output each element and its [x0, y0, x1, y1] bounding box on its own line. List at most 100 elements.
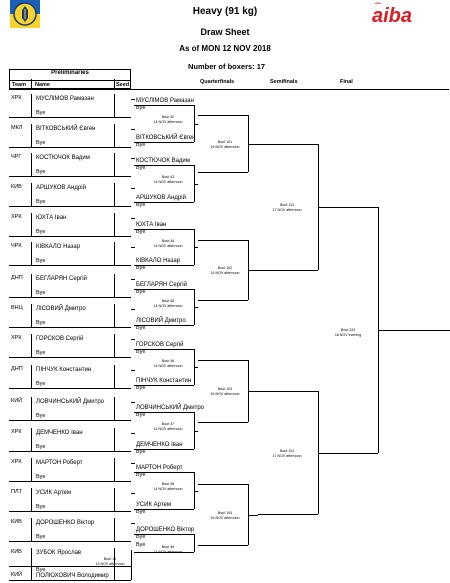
entry-name: КОСТЮЧОК Вадим — [36, 155, 90, 161]
team-col-divider — [31, 79, 32, 89]
entry-team: ХРК — [11, 429, 22, 435]
sf-bracket — [248, 484, 249, 545]
qf-name: МАРТОН Роберт — [136, 465, 183, 471]
bye-label: Bye — [36, 567, 46, 573]
bout-label: Bout 47 — [161, 422, 175, 426]
entry-rule — [9, 511, 131, 512]
bout-date: 16 NOV afternoon — [210, 391, 240, 396]
connector-line — [131, 158, 135, 159]
sf-line — [198, 240, 248, 241]
entry-rule — [9, 481, 131, 482]
entry-divider — [114, 124, 115, 147]
connector-line — [131, 99, 135, 100]
bye-label: Bye — [36, 350, 46, 356]
entry-rule — [9, 357, 131, 358]
final-line — [258, 391, 318, 392]
bout-label: Bout 43 — [161, 175, 175, 179]
bout-date: 13 NOV afternoon — [95, 561, 125, 566]
bye-label: Bye — [136, 229, 146, 235]
bye-label: Bye — [36, 169, 46, 175]
connector-line — [131, 463, 135, 464]
entry-team: КИВ — [11, 184, 22, 190]
bout-label: Bout 45 — [161, 299, 175, 303]
entry-divider — [114, 334, 115, 357]
connector-line — [131, 370, 135, 371]
bye-label: Bye — [136, 105, 146, 111]
bout-date: 14 NOV afternoon — [153, 486, 183, 491]
qf-line — [134, 509, 194, 510]
qf-name: КІВКАЛО Назар — [136, 258, 181, 264]
entry-rule — [9, 541, 131, 542]
entry-rule — [9, 236, 131, 237]
bye-label: Bye — [36, 320, 46, 326]
bout-date: 16 NOV afternoon — [210, 144, 240, 149]
sf-line — [198, 545, 248, 546]
qf-name: ЛІСОВИЙ Дмитро — [136, 318, 186, 324]
entry-rule — [9, 388, 131, 389]
bout-label: Bout 16 — [103, 557, 117, 561]
entry-team: ХРК — [11, 95, 22, 101]
bout-label: Bout 104 — [217, 511, 233, 515]
bye-label: Bye — [136, 412, 146, 418]
qf-bracket — [194, 412, 195, 449]
sf-out-line — [248, 144, 258, 145]
entry-rule — [9, 265, 131, 266]
bye-label: Bye — [136, 142, 146, 148]
entry-divider — [114, 242, 115, 265]
bye-label: Bye — [136, 534, 146, 540]
entry-rule — [9, 580, 131, 581]
connector-line — [131, 218, 135, 219]
bout-date: 14 NOV afternoon — [153, 303, 183, 308]
qf-out-line — [194, 184, 198, 185]
bye-label: Bye — [36, 229, 46, 235]
connector-line — [131, 279, 135, 280]
bye-label: Bye — [36, 413, 46, 419]
sf-line — [198, 484, 248, 485]
entry-divider — [114, 304, 115, 327]
seed-col-header: Seed — [116, 82, 130, 88]
entry-team: КИЙ — [11, 398, 23, 404]
qf-out-line — [194, 124, 198, 125]
entry-rule — [9, 176, 131, 177]
qf-name: ПІНЧУК Константин — [136, 378, 192, 384]
connector-line — [131, 129, 135, 130]
bye-label: Bye — [136, 349, 146, 355]
entry-divider — [114, 183, 115, 206]
bout-label: Bout 49 — [161, 545, 175, 549]
quarterfinals-header: Quarterfinals — [200, 79, 235, 85]
bye-label: Bye — [36, 534, 46, 540]
bye-label: Bye — [36, 290, 46, 296]
sf-out-line — [248, 270, 258, 271]
bout-label: Bout 102 — [217, 266, 233, 270]
qf-bracket — [194, 105, 195, 142]
bout-date: 14 NOV afternoon — [153, 426, 183, 431]
preliminaries-header: Preliminaries Team Name Seed — [9, 69, 131, 89]
qf-bracket — [194, 534, 195, 552]
qf-line — [134, 449, 194, 450]
entry-rule — [9, 566, 131, 567]
qf-line — [134, 142, 194, 143]
entry-divider — [31, 274, 32, 297]
bye-label: Bye — [136, 325, 146, 331]
qf-out-line — [194, 491, 198, 492]
qf-name: БЕГЛАРЯН Сергій — [136, 282, 187, 288]
entry-divider — [31, 153, 32, 176]
bout-label: Bout 133 — [340, 328, 356, 332]
bout-date: 14 NOV afternoon — [153, 179, 183, 184]
sf-line — [198, 422, 248, 423]
champion-line — [378, 330, 450, 331]
entry-team: ХРК — [11, 214, 22, 220]
entry-team: ХРК — [11, 335, 22, 341]
qf-out-line — [194, 307, 198, 308]
entry-name: МУСЛІМОВ Рамазан — [36, 96, 94, 102]
as-of-date: As of MON 12 NOV 2018 — [179, 44, 271, 53]
connector-line — [131, 493, 135, 494]
sf-out-line — [248, 391, 258, 392]
sf-line — [198, 360, 248, 361]
